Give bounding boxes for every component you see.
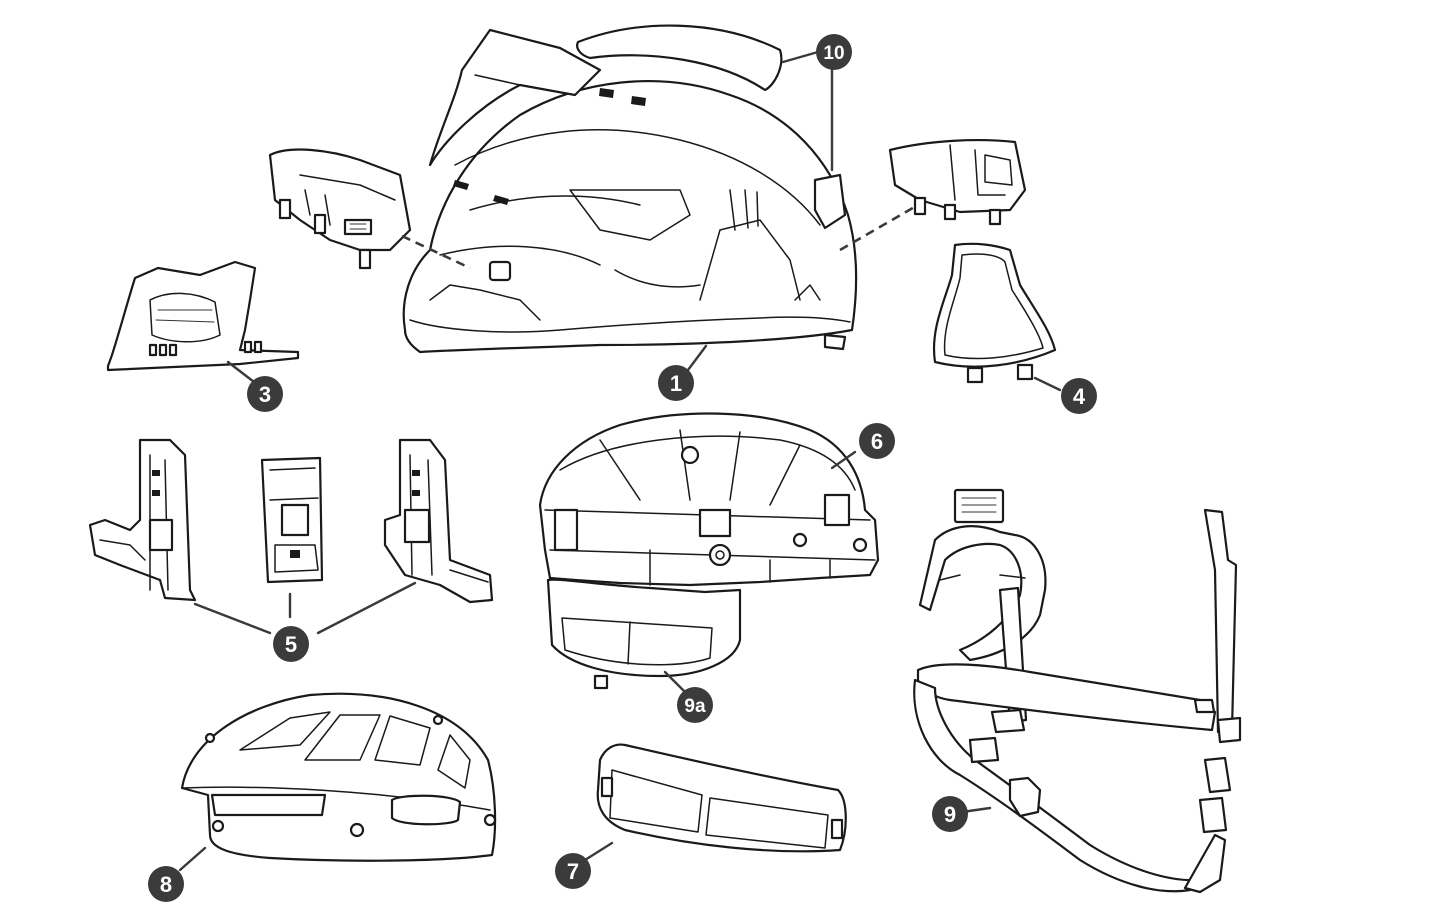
- part-10-top-rail: [576, 24, 847, 230]
- part-3-front-pad: [106, 260, 300, 372]
- callout-9a-label: 9a: [684, 696, 706, 717]
- right-side-mount: [888, 138, 1027, 226]
- part-5-rail-clip-center: [260, 456, 324, 584]
- callout-8: 8: [148, 866, 184, 902]
- part-1-helmet-shell: [402, 80, 858, 354]
- part-4-rear-pad: [932, 242, 1057, 384]
- callout-9a: 9a: [677, 687, 713, 723]
- callout-5-label: 5: [285, 632, 297, 657]
- left-attach-dashed-line: [401, 234, 471, 270]
- part-8-liner-shell: [180, 692, 497, 862]
- callout-9-label: 9: [944, 802, 956, 827]
- part-5-leader-lines: [193, 581, 417, 635]
- callout-1: 1: [658, 365, 694, 401]
- part-5-rail-clip-right: [383, 438, 494, 604]
- callout-7-label: 7: [567, 859, 579, 884]
- part-1-visor-fin: [428, 28, 602, 167]
- part-6-suspension-assembly: [538, 412, 880, 587]
- callout-4-label: 4: [1073, 384, 1086, 409]
- callout-10-label: 10: [823, 43, 844, 64]
- callout-5: 5: [273, 626, 309, 662]
- part-9-chinstrap-harness: [913, 488, 1242, 894]
- part-7-brow-pad: [596, 743, 847, 853]
- callout-10: 10: [816, 34, 852, 70]
- callout-6-label: 6: [871, 429, 883, 454]
- part-9a-neck-pad: [546, 578, 742, 690]
- callout-3-label: 3: [259, 382, 271, 407]
- part-5-rail-clip-left: [88, 438, 197, 602]
- left-side-mount: [268, 148, 412, 270]
- callout-8-label: 8: [160, 872, 172, 897]
- callout-1-label: 1: [670, 371, 682, 396]
- right-attach-dashed-line: [839, 203, 919, 252]
- callout-9: 9: [932, 796, 968, 832]
- callout-3: 3: [247, 376, 283, 412]
- callout-6: 6: [859, 423, 895, 459]
- callout-4: 4: [1061, 378, 1097, 414]
- callout-7: 7: [555, 853, 591, 889]
